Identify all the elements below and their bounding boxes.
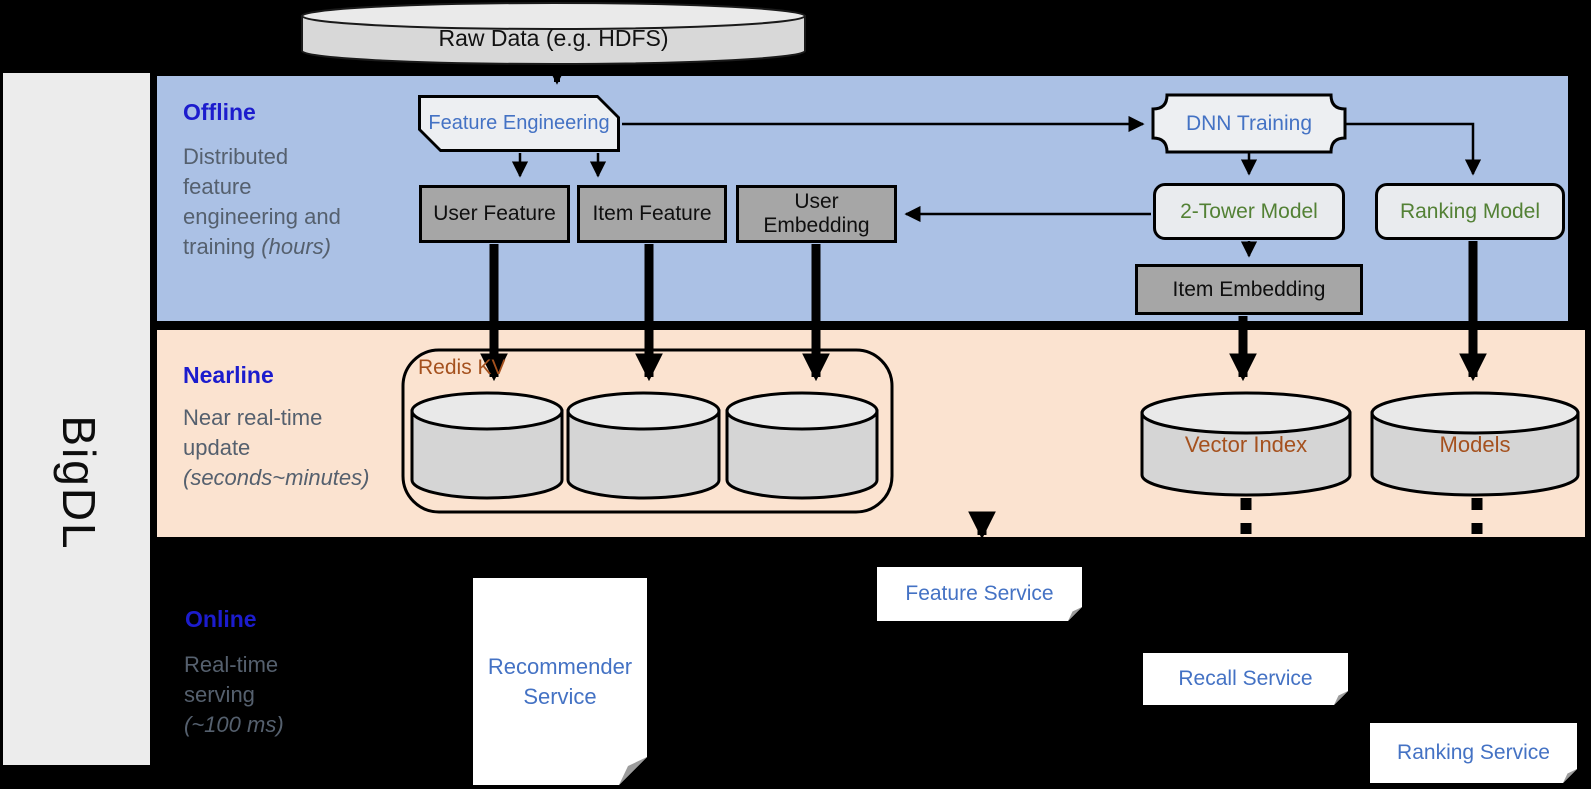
recall-service-label: Recall Service [1178,667,1313,690]
recommender-service-doc: Recommender Service [473,578,647,785]
redis-cylinder-1 [410,391,564,500]
nearline-subtitle: Near real-time update (seconds~minutes) [183,403,369,493]
connector-dnn-to-ranking-model [1346,122,1482,176]
ranking-service-box: Ranking Service [1370,723,1577,783]
bigdl-sidebar: BigDL [3,73,150,765]
user-feature-box: User Feature [419,185,570,243]
nearline-subtitle-italic: (seconds~minutes) [183,465,370,490]
dnn-training-shape [1151,93,1347,154]
online-title: Online [185,606,257,632]
user-embedding-box: User Embedding [736,185,897,243]
recall-service-box: Recall Service [1143,653,1348,705]
offline-title: Offline [183,99,256,125]
online-subtitle-text: Real-time serving [184,652,279,707]
redis-cylinder-3 [725,391,879,500]
offline-subtitle: Distributed feature engineering and trai… [183,142,341,262]
models-cylinder [1370,391,1580,497]
feature-service-label: Feature Service [905,582,1054,605]
nearline-subtitle-text: Near real-time update [183,405,323,460]
page-fold-icon [1068,607,1082,621]
ranking-service-label: Ranking Service [1397,741,1550,764]
item-feature-box: Item Feature [577,185,727,243]
page-fold-icon [1334,691,1348,705]
redis-kv-label: Redis KV [418,356,506,379]
online-subtitle-italic: (~100 ms) [184,712,284,737]
item-embedding-box: Item Embedding [1135,264,1363,315]
feature-service-box: Feature Service [877,567,1082,621]
page-fold-icon [619,757,647,785]
dnn-training-label: DNN Training [1185,111,1313,135]
vector-index-label: Vector Index [1184,432,1308,457]
feature-engineering-box: Feature Engineering [418,95,620,152]
offline-subtitle-text: Distributed feature engineering and trai… [183,144,341,259]
feature-engineering-label: Feature Engineering [421,98,617,149]
page-fold-icon [1563,769,1577,783]
raw-data-label: Raw Data (e.g. HDFS) [438,24,669,51]
redis-cylinder-2 [566,391,721,500]
vector-index-cylinder [1140,391,1352,497]
ranking-model-box: Ranking Model [1375,183,1565,240]
online-subtitle: Real-time serving (~100 ms) [184,650,284,740]
two-tower-model-box: 2-Tower Model [1153,183,1345,240]
raw-data-cylinder [301,2,806,65]
recommender-service-label: Recommender Service [487,653,633,709]
nearline-title: Nearline [183,362,274,388]
offline-subtitle-italic: (hours) [261,234,331,259]
models-label: Models [1439,432,1511,457]
